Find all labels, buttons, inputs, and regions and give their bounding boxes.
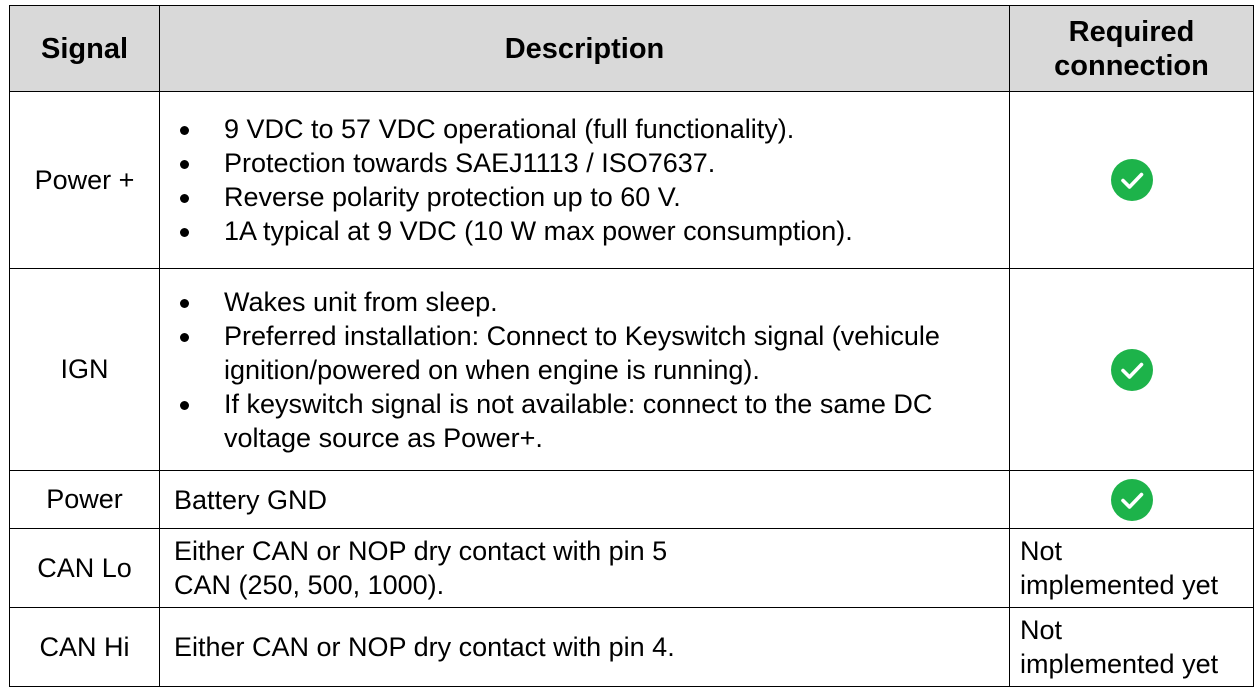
header-required: Required connection bbox=[1009, 5, 1254, 92]
signal-cell: Power bbox=[9, 470, 160, 529]
header-required-line1: Required bbox=[1068, 15, 1195, 48]
table-row: IGN Wakes unit from sleep. Preferred ins… bbox=[9, 268, 1254, 471]
list-item: Wakes unit from sleep. bbox=[174, 285, 985, 319]
header-description: Description bbox=[159, 5, 1010, 92]
description-list: 9 VDC to 57 VDC operational (full functi… bbox=[174, 112, 1009, 248]
required-status-line1: Not bbox=[1020, 615, 1063, 645]
required-status-line2: implemented yet bbox=[1020, 649, 1219, 679]
header-required-line2: connection bbox=[1054, 49, 1209, 82]
description-cell: Battery GND bbox=[159, 470, 1010, 529]
required-cell bbox=[1009, 470, 1254, 529]
required-cell bbox=[1009, 268, 1254, 471]
list-item: Preferred installation: Connect to Keysw… bbox=[174, 319, 985, 387]
required-cell bbox=[1009, 91, 1254, 269]
check-circle-icon bbox=[1110, 478, 1153, 521]
signal-cell: CAN Lo bbox=[9, 528, 160, 608]
check-circle-icon bbox=[1110, 159, 1153, 201]
required-cell: Not implemented yet bbox=[1009, 528, 1254, 608]
signal-cell: Power + bbox=[9, 91, 160, 269]
table-row: CAN Hi Either CAN or NOP dry contact wit… bbox=[9, 607, 1254, 687]
description-list: Wakes unit from sleep. Preferred install… bbox=[174, 285, 1009, 455]
table-row: Power + 9 VDC to 57 VDC operational (ful… bbox=[9, 91, 1254, 269]
description-cell: Either CAN or NOP dry contact with pin 5… bbox=[159, 528, 1010, 608]
required-cell: Not implemented yet bbox=[1009, 607, 1254, 687]
signal-table: Signal Description Required connection P… bbox=[9, 5, 1254, 687]
check-circle-icon bbox=[1110, 348, 1153, 391]
required-status-line1: Not bbox=[1020, 536, 1063, 566]
description-cell: Either CAN or NOP dry contact with pin 4… bbox=[159, 607, 1010, 687]
signal-cell: CAN Hi bbox=[9, 607, 160, 687]
header-signal: Signal bbox=[9, 5, 160, 92]
table-row: CAN Lo Either CAN or NOP dry contact wit… bbox=[9, 528, 1254, 608]
table-row: Power Battery GND bbox=[9, 470, 1254, 529]
header-row: Signal Description Required connection bbox=[9, 5, 1254, 92]
list-item: If keyswitch signal is not available: co… bbox=[174, 387, 985, 455]
description-cell: Wakes unit from sleep. Preferred install… bbox=[159, 268, 1010, 471]
required-status-line2: implemented yet bbox=[1020, 570, 1219, 600]
description-cell: 9 VDC to 57 VDC operational (full functi… bbox=[159, 91, 1010, 269]
list-item: Reverse polarity protection up to 60 V. bbox=[174, 180, 1009, 214]
list-item: Protection towards SAEJ1113 / ISO7637. bbox=[174, 146, 1009, 180]
description-line: Either CAN or NOP dry contact with pin 5 bbox=[174, 536, 668, 566]
list-item: 1A typical at 9 VDC (10 W max power cons… bbox=[174, 214, 1009, 248]
list-item: 9 VDC to 57 VDC operational (full functi… bbox=[174, 112, 1009, 146]
signal-cell: IGN bbox=[9, 268, 160, 471]
description-line: CAN (250, 500, 1000). bbox=[174, 570, 445, 600]
